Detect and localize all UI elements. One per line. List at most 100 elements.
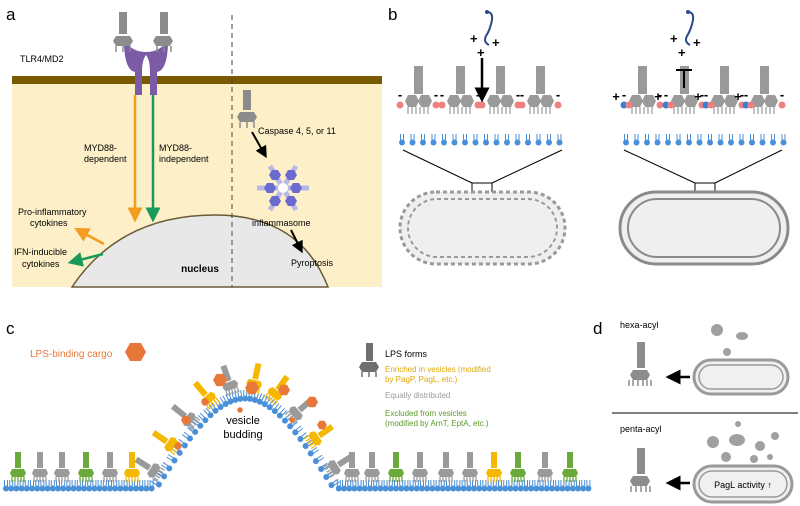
- phospholipid: [472, 134, 479, 146]
- phospholipid: [633, 134, 640, 146]
- phospholipid: [476, 480, 483, 492]
- peptide-left-plus-3: +: [477, 45, 485, 60]
- membrane-lps: [487, 66, 514, 114]
- bacterium-protected-inner: [627, 198, 781, 258]
- lps-molecule: [264, 374, 290, 405]
- phospholipid: [728, 134, 734, 146]
- phospholipid: [580, 480, 587, 492]
- peptide-right-plus-2: +: [693, 35, 701, 50]
- phospholipid: [759, 134, 766, 146]
- phospholipid: [166, 454, 178, 464]
- phospholipid: [341, 480, 347, 492]
- lps-molecule: [32, 452, 48, 482]
- phospholipid: [738, 134, 745, 146]
- membrane-lps: [629, 66, 656, 114]
- zoom-line-left-b: [491, 149, 563, 184]
- membrane-lps: [711, 66, 738, 114]
- cargo-molecule: [317, 420, 327, 430]
- phospholipid: [328, 478, 340, 489]
- phospholipid: [493, 134, 500, 146]
- phospholipid: [39, 480, 46, 492]
- phospholipid: [403, 480, 410, 492]
- phospholipid: [307, 446, 319, 457]
- phospholipid: [451, 134, 458, 146]
- phospholipid: [491, 480, 498, 492]
- membrane-lps: [527, 66, 554, 114]
- phospholipid: [546, 134, 552, 146]
- phosphate-charge: [554, 101, 562, 109]
- minus-sign: -: [700, 87, 704, 102]
- panel-c-label: c: [6, 319, 15, 338]
- phospholipid: [346, 480, 353, 492]
- vesicle-l2: budding: [223, 429, 262, 441]
- panel-a-label: a: [6, 5, 16, 24]
- phosphate-charge: [656, 101, 664, 109]
- phospholipid: [455, 480, 462, 492]
- phospholipid: [717, 134, 724, 146]
- phospholipid: [517, 480, 524, 492]
- phospholipid: [91, 480, 98, 492]
- phospholipid: [770, 134, 776, 146]
- phospholipid: [512, 480, 519, 492]
- pagl-label: PagL activity ↑: [714, 480, 772, 490]
- zoom-line-right-a: [623, 149, 696, 184]
- phospholipid: [413, 480, 420, 492]
- peptide-right-plus-1: +: [670, 31, 678, 46]
- membrane-lps: [405, 66, 432, 114]
- phospholipid: [23, 480, 30, 492]
- proinflammatory-l1: Pro-inflammatory: [18, 207, 87, 217]
- myd88-dependent-l2: dependent: [84, 154, 127, 164]
- membrane-lps: [751, 66, 778, 114]
- bacterium-permeable-inner: [407, 198, 558, 258]
- minus-sign: -: [516, 87, 520, 102]
- phospholipid: [101, 480, 108, 492]
- phospholipid: [219, 395, 229, 407]
- phospholipid: [549, 480, 555, 492]
- lps-forms-legend-icon: [359, 343, 379, 377]
- membrane-zoom-left: --------: [396, 66, 563, 146]
- zoom-line-left-a: [402, 149, 473, 184]
- phospholipid: [377, 480, 384, 492]
- phospholipid: [155, 470, 168, 480]
- phospholipid: [372, 480, 379, 492]
- phospholipid: [393, 480, 399, 492]
- phospholipid: [96, 480, 103, 492]
- phospholipid: [504, 134, 510, 146]
- lps-molecule: [102, 452, 118, 482]
- equal-label: Equally distributed: [385, 391, 450, 400]
- myd88-independent-l1: MYD88-: [159, 143, 192, 153]
- cargo-molecule: [181, 415, 191, 425]
- minus-sign: -: [556, 87, 560, 102]
- phospholipid: [528, 480, 535, 492]
- tlr4-receptor: [124, 40, 168, 95]
- phospholipid: [569, 480, 576, 492]
- phospholipid: [335, 480, 342, 492]
- phospholipid: [686, 134, 692, 146]
- lps-molecule: [562, 452, 578, 482]
- minus-sign: -: [664, 87, 668, 102]
- phospholipid: [538, 480, 545, 492]
- lps-on-receptor-right: [153, 12, 173, 52]
- phospholipid: [70, 480, 77, 492]
- phospholipid: [707, 134, 713, 146]
- phospholipid: [3, 480, 9, 492]
- panel-b-label: b: [388, 5, 397, 24]
- phospholipid: [554, 480, 561, 492]
- lps-molecule: [388, 452, 404, 482]
- phospholipid: [361, 480, 368, 492]
- inflammasome-icon: [257, 164, 309, 212]
- phosphate-charge: [702, 101, 710, 109]
- minus-sign: -: [434, 87, 438, 102]
- ifn-arrow: [67, 252, 104, 267]
- intracellular-lps: [237, 90, 257, 128]
- phosphate-charge: [432, 101, 440, 109]
- phospholipid: [387, 480, 394, 492]
- ifn-l2: cytokines: [22, 259, 60, 269]
- minus-sign: -: [744, 87, 748, 102]
- phosphate-charge: [625, 101, 633, 109]
- cargo-molecule: [278, 384, 290, 396]
- phosphate-charge: [396, 101, 404, 109]
- panel-a: a nucleus TLR4/MD2 MYD88-: [6, 5, 382, 288]
- lps-molecule: [412, 452, 428, 482]
- phospholipid: [382, 480, 389, 492]
